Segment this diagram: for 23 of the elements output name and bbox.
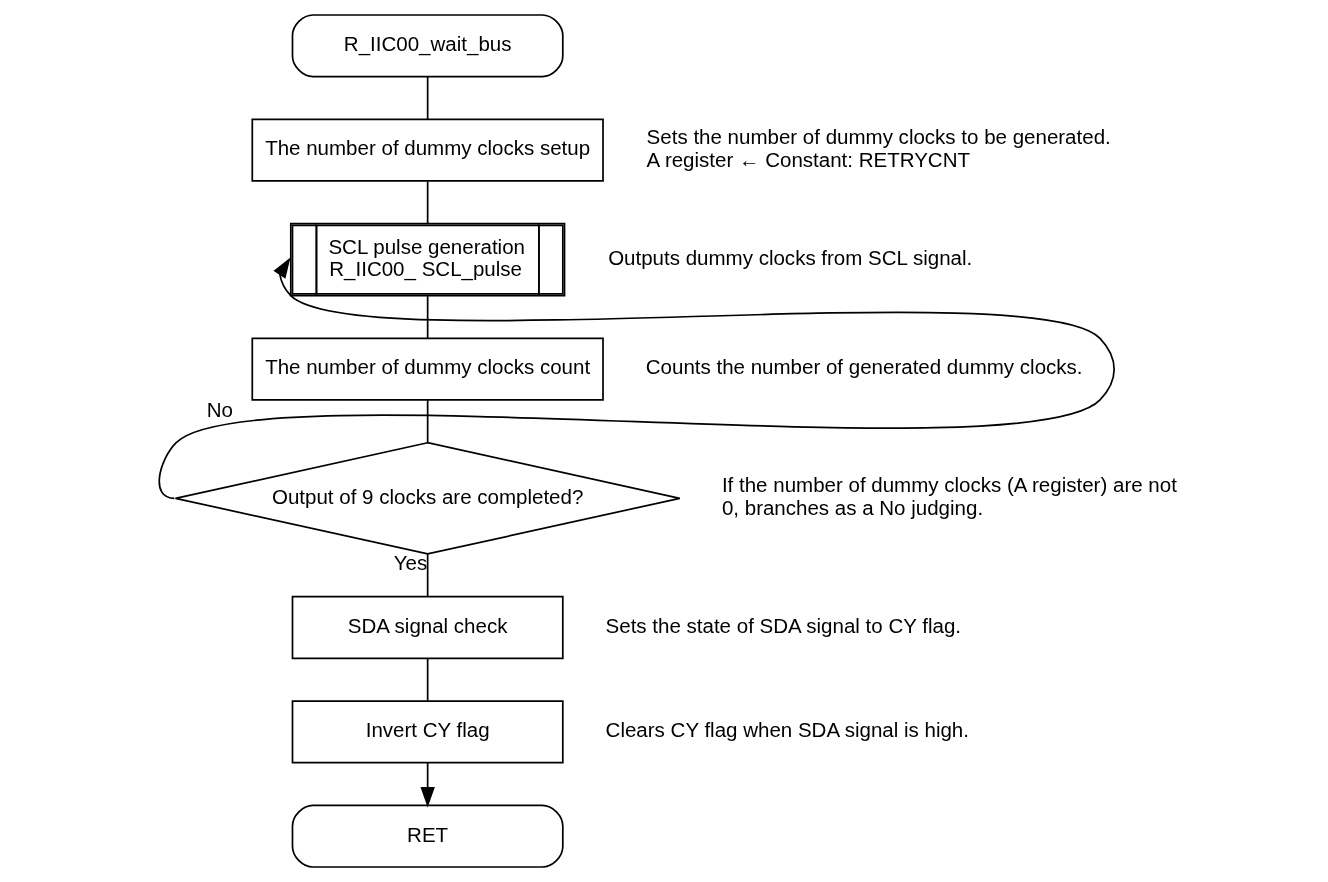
- node-box: RET: [291, 804, 564, 868]
- node-box: The number of dummy clocks count: [250, 337, 604, 401]
- node-label: Sets the state of SDA signal to CY flag.: [605, 613, 961, 637]
- node-label: A register ← Constant: RETRYCNT: [646, 147, 970, 171]
- connector: [426, 180, 428, 225]
- connector: [426, 553, 428, 597]
- node-box: Invert CY flag: [291, 700, 564, 764]
- node-label: Outputs dummy clocks from SCL signal.: [607, 245, 972, 269]
- node-label: If the number of dummy clocks (A register) are not 0, branches as a No judging.: [721, 473, 1177, 519]
- node-box: SDA signal check: [291, 595, 564, 660]
- node-label: Counts the number of generated dummy clocks.: [645, 355, 1083, 379]
- node-label: Clears CY flag when SDA signal is high.: [605, 718, 969, 742]
- node-box: R_IIC00_wait_bus: [291, 14, 564, 78]
- connector: [426, 295, 428, 339]
- arrow: [419, 761, 435, 808]
- connector: [426, 399, 428, 444]
- node-box: The number of dummy clocks setup: [250, 118, 604, 182]
- node-label: Sets the number of dummy clocks to be generated.: [646, 125, 1111, 149]
- connector: [426, 657, 428, 702]
- arrow: [157, 257, 1115, 500]
- node-diamond: Output of 9 clocks are completed?: [174, 441, 681, 555]
- edge-label: No: [206, 398, 233, 422]
- connector: [426, 75, 428, 120]
